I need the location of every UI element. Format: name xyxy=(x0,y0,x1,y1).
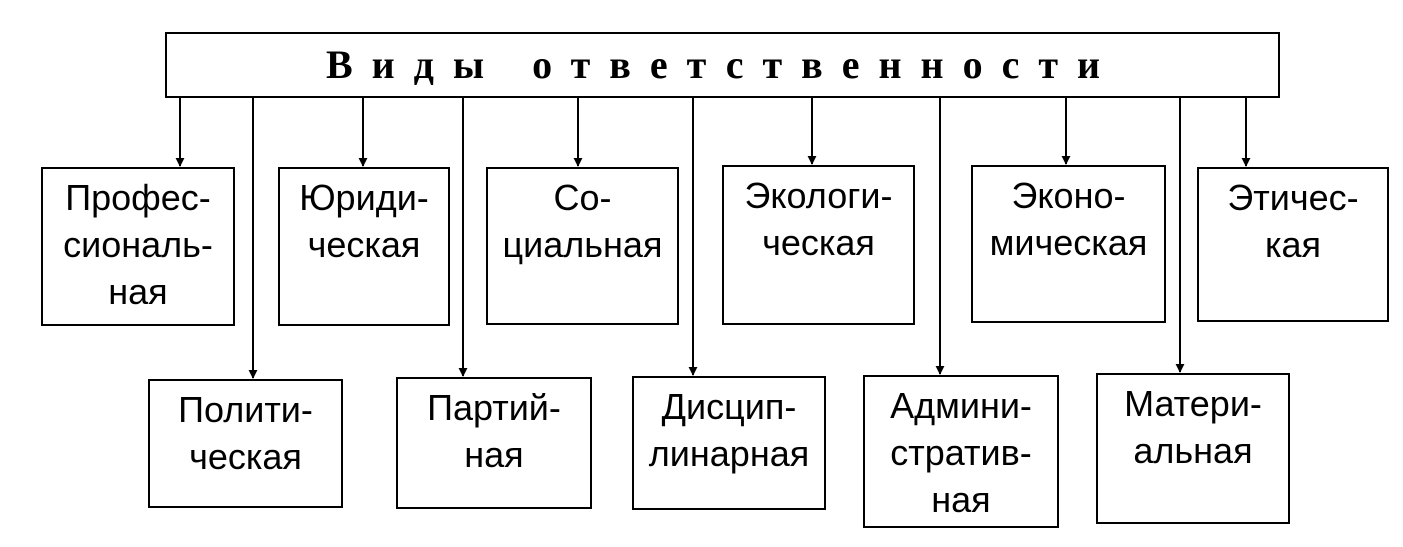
box-disciplinary: Дисцип- линарная xyxy=(632,376,826,510)
diagram-title: Виды ответственности xyxy=(325,42,1120,87)
label-political: Полити- ческая xyxy=(178,389,313,477)
box-social: Со- циальная xyxy=(486,167,679,325)
label-social: Со- циальная xyxy=(502,177,663,265)
box-professional: Профес- сиональ- ная xyxy=(41,167,235,326)
box-ethical: Этичес- кая xyxy=(1197,167,1389,322)
title-box: Виды ответственности xyxy=(165,32,1280,98)
label-ecological: Экологи- ческая xyxy=(744,175,893,263)
label-ethical: Этичес- кая xyxy=(1227,177,1359,265)
label-material: Матери- альная xyxy=(1124,383,1262,471)
label-economic: Эконо- мическая xyxy=(989,175,1148,263)
box-administrative: Админи- стратив- ная xyxy=(863,375,1059,528)
box-ecological: Экологи- ческая xyxy=(722,165,915,325)
label-disciplinary: Дисцип- линарная xyxy=(648,386,810,474)
box-material: Матери- альная xyxy=(1096,373,1290,524)
label-administrative: Админи- стратив- ная xyxy=(890,385,1032,520)
label-party: Партий- ная xyxy=(427,387,561,475)
box-legal: Юриди- ческая xyxy=(278,167,450,326)
label-legal: Юриди- ческая xyxy=(299,177,429,265)
box-economic: Эконо- мическая xyxy=(971,165,1166,323)
label-professional: Профес- сиональ- ная xyxy=(63,177,213,312)
box-political: Полити- ческая xyxy=(148,379,343,508)
box-party: Партий- ная xyxy=(396,377,592,509)
